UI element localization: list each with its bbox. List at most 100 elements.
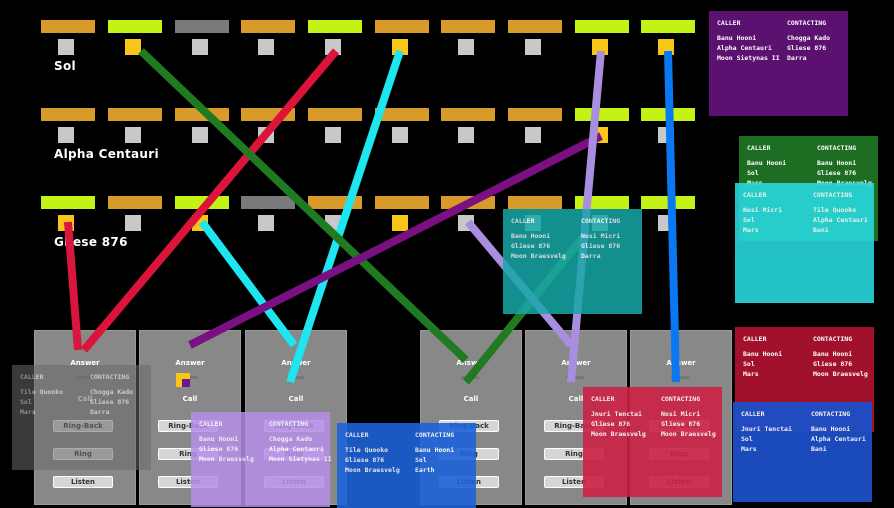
contact-line: Bani [811,445,827,453]
jack-bar [375,108,429,121]
patch-cord-cyan2[interactable] [198,219,298,348]
answer-jack[interactable] [671,376,689,379]
jack-socket[interactable] [58,127,74,143]
contact-line: Gliese 876 [581,242,621,250]
caller-header: CALLER [20,373,44,381]
jack-socket[interactable] [458,127,474,143]
contacting-header: CONTACTING [811,410,851,418]
contact-line: Tile Quooko [813,206,857,214]
jack-socket[interactable] [658,39,674,55]
caller-line: Tile Quooko [345,446,389,454]
jack-socket[interactable] [592,127,608,143]
caller-header: CALLER [199,420,223,428]
jack-socket[interactable] [125,215,141,231]
jack-bar [241,196,295,209]
call-indicator-icon [176,373,190,387]
caller-line: Sol [743,216,755,224]
caller-header: CALLER [743,191,767,199]
jack-socket[interactable] [58,39,74,55]
call-label: Call [463,395,479,403]
contacting-header: CONTACTING [661,395,701,403]
jack-socket[interactable] [325,39,341,55]
answer-jack[interactable] [461,376,479,379]
jack-bar [575,108,629,121]
jack-socket[interactable] [192,127,208,143]
jack-bar [508,108,562,121]
jack-socket[interactable] [392,127,408,143]
jack-bar [308,196,362,209]
jack-bar [375,196,429,209]
jack-socket[interactable] [525,39,541,55]
jack-socket[interactable] [658,215,674,231]
caller-header: CALLER [717,19,741,27]
jack-socket[interactable] [592,39,608,55]
answer-label: Answer [175,359,205,367]
jack-socket[interactable] [392,39,408,55]
jack-socket[interactable] [325,127,341,143]
caller-header: CALLER [741,410,765,418]
jack-socket[interactable] [258,127,274,143]
caller-line: Jnuri Tenctai [741,425,792,433]
contact-line: Moon Braesvelg [813,370,868,378]
contact-line: Banu Hooni [811,425,851,433]
contact-line: Gliese 876 [813,360,853,368]
caller-line: Banu Hooni [743,350,783,358]
jack-bar [241,108,295,121]
caller-line: Moon Braesvelg [199,455,254,463]
jack-socket[interactable] [58,215,74,231]
contact-line: Banu Hooni [817,159,857,167]
caller-header: CALLER [747,144,771,152]
listen-button[interactable]: Listen [53,476,113,488]
jack-socket[interactable] [125,127,141,143]
jack-bar [241,20,295,33]
jack-socket[interactable] [525,127,541,143]
answer-label: Answer [666,359,696,367]
jack-socket[interactable] [658,127,674,143]
jack-bar [41,108,95,121]
jack-socket[interactable] [458,215,474,231]
caller-line: Mars [743,226,759,234]
contact-line: Sol [415,456,427,464]
contacting-header: CONTACTING [813,191,853,199]
jack-bar [108,196,162,209]
contacting-header: CONTACTING [817,144,857,152]
contact-line: Darra [581,252,601,260]
jack-bar [641,108,695,121]
jack-bar [375,20,429,33]
jack-bar [575,196,629,209]
contacting-header: CONTACTING [90,373,130,381]
jack-socket[interactable] [392,215,408,231]
jack-socket[interactable] [192,215,208,231]
answer-label: Answer [456,359,486,367]
jack-socket[interactable] [258,39,274,55]
jack-socket[interactable] [192,39,208,55]
jack-socket[interactable] [125,39,141,55]
jack-socket[interactable] [458,39,474,55]
answer-label: Answer [281,359,311,367]
answer-jack[interactable] [566,376,584,379]
answer-jack[interactable] [286,376,304,379]
caller-line: Gliese 876 [199,445,239,453]
contacting-header: CONTACTING [581,217,621,225]
call-label: Call [568,395,584,403]
contact-line: Moon Sietynas II [269,455,332,463]
contact-line: Nosi Micri [661,410,701,418]
caller-header: CALLER [511,217,535,225]
jack-socket[interactable] [325,215,341,231]
jack-socket[interactable] [258,215,274,231]
contacting-header: CONTACTING [269,420,309,428]
